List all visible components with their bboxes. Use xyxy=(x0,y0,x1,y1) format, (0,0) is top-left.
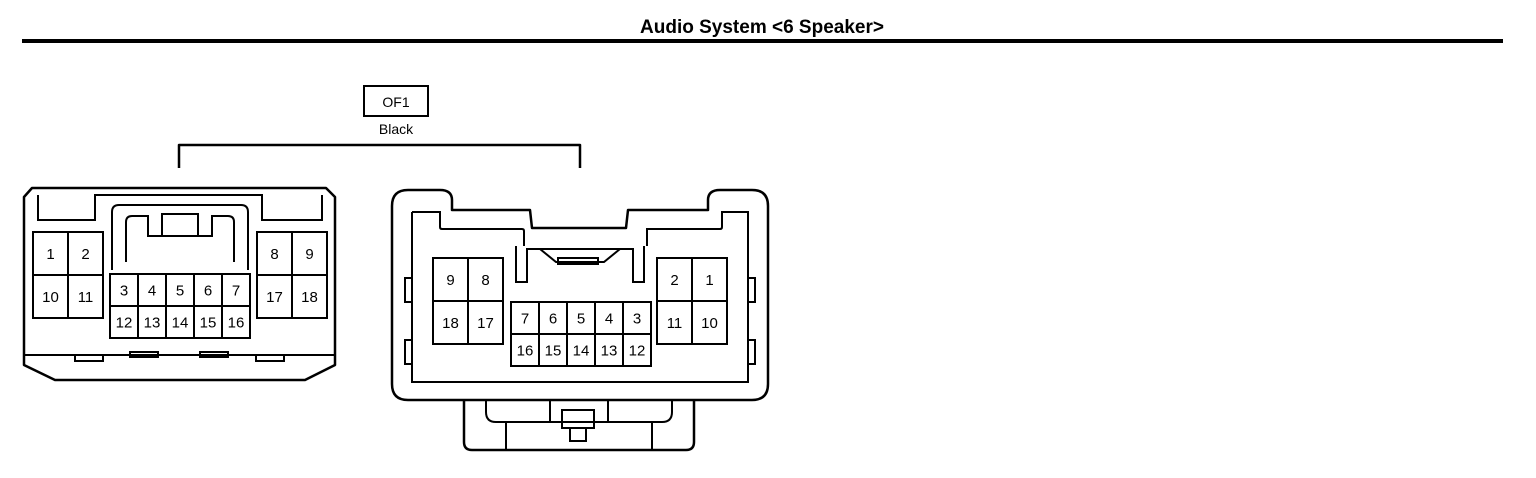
left-connector-top-ridge xyxy=(37,194,323,221)
left-connector-foot-4 xyxy=(255,354,285,362)
page-title: Audio System <6 Speaker> xyxy=(640,17,884,38)
right-connector-lock-right xyxy=(607,400,673,423)
left_connector-pin-label-8: 8 xyxy=(270,246,278,263)
right-connector-key-tab xyxy=(557,257,599,265)
right_connector-pin-label-12: 12 xyxy=(629,343,646,360)
left_connector-pin-cavity-1 xyxy=(32,231,69,276)
left_connector-pin-cavity-6 xyxy=(193,273,223,307)
right-connector-key-ramp xyxy=(539,248,621,263)
connector-code: OF1 xyxy=(382,94,409,110)
right_connector-pin-label-4: 4 xyxy=(605,311,613,328)
right-connector-inner-frame xyxy=(411,211,749,383)
left-connector-left-block: 1 2 10 11 xyxy=(32,231,104,319)
left_connector-pin-label-4: 4 xyxy=(148,283,156,300)
left_connector-pin-label-9: 9 xyxy=(305,246,313,263)
right-connector-side-nub-3 xyxy=(747,277,756,303)
right-connector-lock-stem xyxy=(569,427,587,442)
left-connector-latch-tab xyxy=(161,213,199,237)
right_connector-pin-label-18: 18 xyxy=(442,315,459,332)
left_connector-pin-cavity-5 xyxy=(165,273,195,307)
right_connector-pin-cavity-9 xyxy=(432,257,469,302)
left_connector-pin-cavity-16 xyxy=(221,305,251,339)
right_connector-pin-label-17: 17 xyxy=(477,315,494,332)
left_connector-pin-label-13: 13 xyxy=(144,315,161,332)
right-connector-key xyxy=(515,246,645,283)
right_connector-pin-cavity-1 xyxy=(691,257,728,302)
right_connector-pin-label-16: 16 xyxy=(517,343,534,360)
right-connector-center-block: 7 6 5 4 3 16 15 14 13 12 xyxy=(510,301,652,367)
right_connector-pin-cavity-17 xyxy=(467,300,504,345)
left-connector-latch-outer xyxy=(111,204,249,270)
right-connector-body xyxy=(390,188,770,402)
left-connector-foot-2 xyxy=(129,351,159,358)
right_connector-pin-cavity-10 xyxy=(691,300,728,345)
left_connector-pin-label-12: 12 xyxy=(116,315,133,332)
right_connector-pin-label-14: 14 xyxy=(573,343,590,360)
right-connector-lock-slot xyxy=(505,421,653,450)
left_connector-pin-label-14: 14 xyxy=(172,315,189,332)
right_connector-pin-cavity-14 xyxy=(566,333,596,367)
left_connector-pin-label-17: 17 xyxy=(266,289,283,306)
right_connector-pin-label-15: 15 xyxy=(545,343,562,360)
right-connector-lock-left xyxy=(485,400,551,423)
left_connector-pin-cavity-14 xyxy=(165,305,195,339)
left-connector-foot-1 xyxy=(74,354,104,362)
connector-color: Black xyxy=(379,121,414,137)
right_connector-pin-label-11: 11 xyxy=(667,315,683,332)
right_connector-pin-cavity-8 xyxy=(467,257,504,302)
connector-code-box xyxy=(363,85,429,117)
right_connector-pin-label-6: 6 xyxy=(549,311,557,328)
left-connector-foot-3 xyxy=(199,351,229,358)
right-connector-inner-top-left xyxy=(412,211,525,246)
left_connector-pin-label-15: 15 xyxy=(200,315,217,332)
right_connector-pin-label-5: 5 xyxy=(577,311,585,328)
left_connector-pin-label-5: 5 xyxy=(176,283,184,300)
left-connector-center-block: 3 4 5 6 7 12 13 14 15 16 xyxy=(109,273,251,339)
right_connector-pin-cavity-6 xyxy=(538,301,568,335)
left_connector-pin-cavity-15 xyxy=(193,305,223,339)
left_connector-pin-cavity-13 xyxy=(137,305,167,339)
left_connector-pin-label-6: 6 xyxy=(204,283,212,300)
left_connector-pin-label-7: 7 xyxy=(232,283,240,300)
right-connector-side-nub-4 xyxy=(747,339,756,365)
right_connector-pin-label-7: 7 xyxy=(521,311,529,328)
right_connector-pin-label-2: 2 xyxy=(670,272,678,289)
left_connector-pin-label-10: 10 xyxy=(42,289,59,306)
left_connector-pin-label-1: 1 xyxy=(46,246,54,263)
right_connector-pin-label-8: 8 xyxy=(481,272,489,289)
left-connector-body xyxy=(22,186,337,382)
left_connector-pin-label-2: 2 xyxy=(81,246,89,263)
right-connector-left-block: 9 8 18 17 xyxy=(432,257,504,345)
left_connector-pin-label-16: 16 xyxy=(228,315,245,332)
right-connector-side-nub-2 xyxy=(404,339,413,365)
right_connector-pin-label-3: 3 xyxy=(633,311,641,328)
right_connector-pin-label-1: 1 xyxy=(705,272,713,289)
left_connector-pin-cavity-11 xyxy=(67,274,104,319)
left_connector-pin-cavity-4 xyxy=(137,273,167,307)
left-connector-latch-inner xyxy=(125,215,235,262)
right_connector-pin-label-13: 13 xyxy=(601,343,618,360)
left-connector-right-block: 8 9 17 18 xyxy=(256,231,328,319)
left_connector-pin-label-3: 3 xyxy=(120,283,128,300)
left_connector-pin-label-11: 11 xyxy=(78,289,94,306)
right_connector-pin-cavity-12 xyxy=(622,333,652,367)
left_connector-pin-cavity-18 xyxy=(291,274,328,319)
left_connector-pin-label-18: 18 xyxy=(301,289,318,306)
right_connector-pin-label-10: 10 xyxy=(701,315,718,332)
right-connector-lock-tab xyxy=(561,409,595,429)
right-connector-lock-housing xyxy=(462,400,696,452)
right_connector-pin-label-9: 9 xyxy=(446,272,454,289)
left_connector-pin-cavity-17 xyxy=(256,274,293,319)
right_connector-pin-cavity-18 xyxy=(432,300,469,345)
connector-bracket xyxy=(177,143,582,168)
right-connector-side-nub-1 xyxy=(404,277,413,303)
